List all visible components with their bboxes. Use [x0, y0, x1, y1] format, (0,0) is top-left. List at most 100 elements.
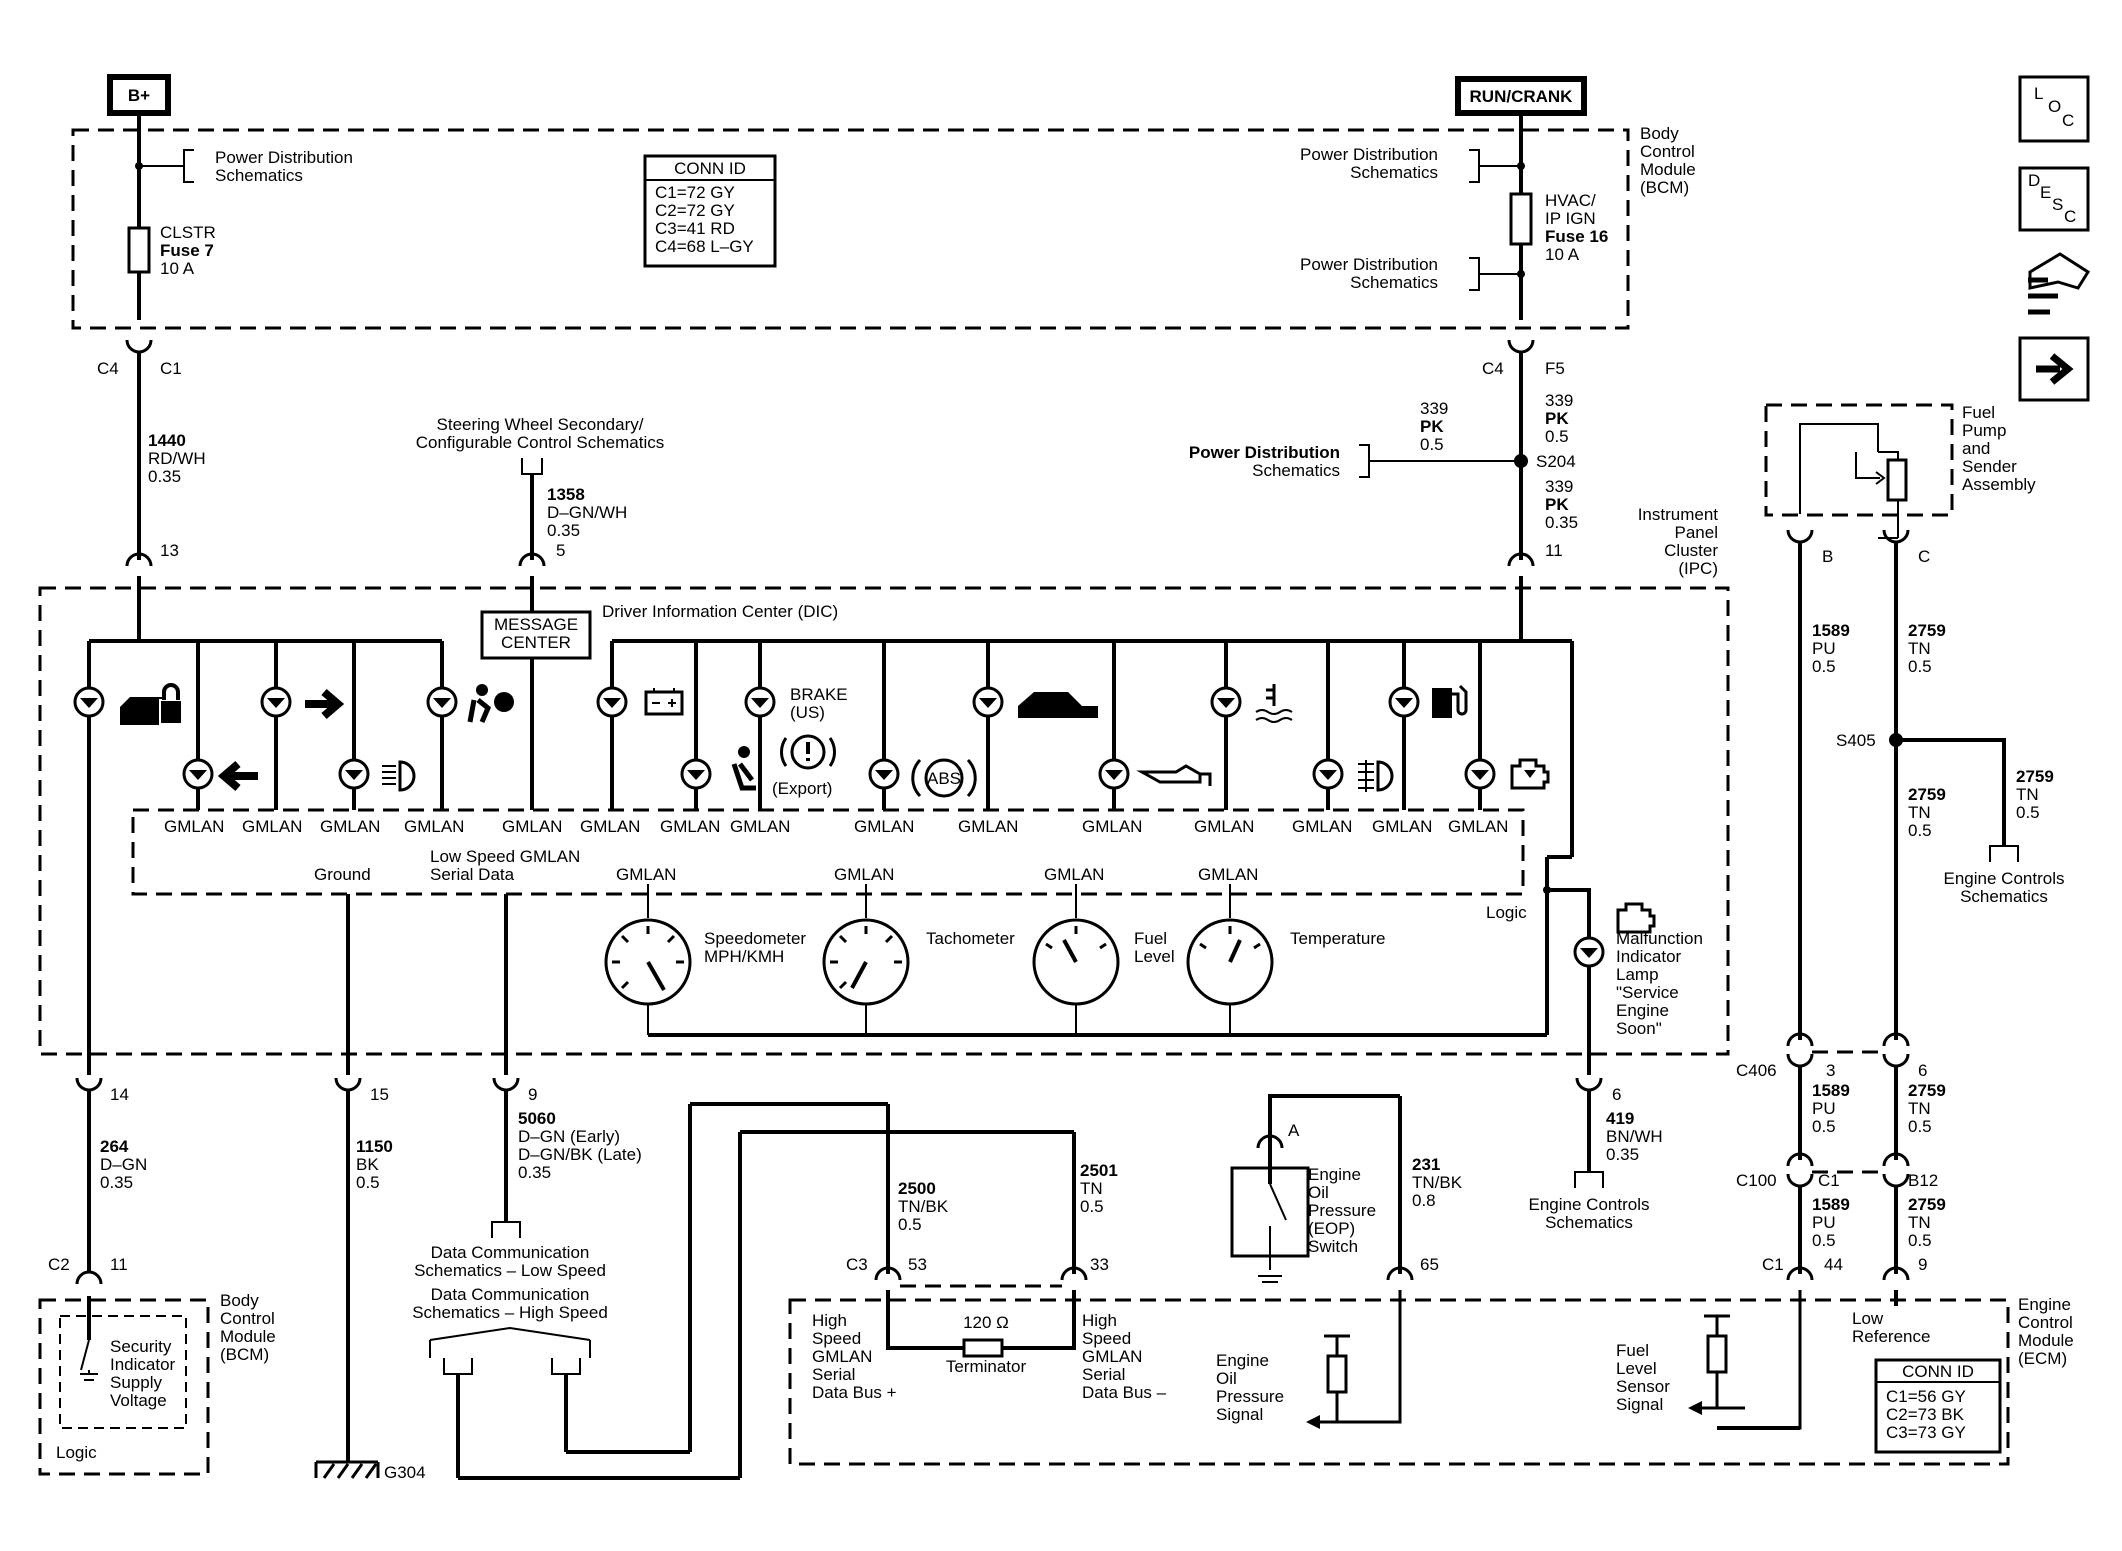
- svg-text:D–GN/BK (Late): D–GN/BK (Late): [518, 1145, 642, 1164]
- ipc-module-box: [38, 586, 1730, 1056]
- svg-text:TN/BK: TN/BK: [898, 1197, 949, 1216]
- b-plus-label: B+: [128, 86, 150, 105]
- svg-text:0.5: 0.5: [1080, 1197, 1104, 1216]
- svg-text:C4: C4: [1482, 359, 1504, 378]
- temperature-gauge: GMLAN Temperature: [1186, 865, 1385, 1035]
- svg-text:Fuel: Fuel: [1134, 929, 1167, 948]
- svg-text:Data Bus +: Data Bus +: [812, 1383, 897, 1402]
- svg-text:33: 33: [1090, 1255, 1109, 1274]
- svg-text:Power Distribution: Power Distribution: [1189, 443, 1340, 462]
- svg-text:Power Distribution: Power Distribution: [215, 148, 353, 167]
- fog-lamp-icon: [1358, 760, 1394, 792]
- coolant-temp-icon: [1255, 684, 1293, 723]
- svg-text:(US): (US): [790, 703, 825, 722]
- svg-text:High: High: [1082, 1311, 1117, 1330]
- svg-text:D–GN/WH: D–GN/WH: [547, 503, 627, 522]
- svg-text:1440: 1440: [148, 431, 186, 450]
- svg-text:GMLAN: GMLAN: [1194, 817, 1254, 836]
- svg-text:Serial: Serial: [1082, 1365, 1125, 1384]
- svg-text:Tachometer: Tachometer: [926, 929, 1015, 948]
- gmlan-logic-box: [131, 808, 1525, 896]
- car-icon: [1018, 692, 1098, 718]
- svg-text:Soon": Soon": [1616, 1019, 1662, 1038]
- svg-text:GMLAN: GMLAN: [616, 865, 676, 884]
- svg-text:Low Speed GMLAN: Low Speed GMLAN: [430, 847, 580, 866]
- svg-text:GMLAN: GMLAN: [404, 817, 464, 836]
- svg-text:0.35: 0.35: [518, 1163, 551, 1182]
- svg-text:L: L: [2034, 84, 2043, 103]
- svg-text:Engine Controls: Engine Controls: [1529, 1195, 1650, 1214]
- loc-nav-button[interactable]: LOC: [2018, 75, 2090, 143]
- conn-id-ecm-table: CONN ID C1=56 GY C2=73 BK C3=73 GY: [1874, 1358, 2002, 1454]
- svg-text:Schematics: Schematics: [1350, 273, 1438, 292]
- svg-text:Terminator: Terminator: [946, 1357, 1027, 1376]
- battery-icon: [644, 688, 684, 716]
- svg-text:D–GN: D–GN: [100, 1155, 147, 1174]
- svg-text:264: 264: [100, 1137, 129, 1156]
- ground-g304: G304: [314, 1460, 426, 1482]
- svg-text:Engine: Engine: [1616, 1001, 1669, 1020]
- svg-text:"Service: "Service: [1616, 983, 1679, 1002]
- svg-text:Serial Data: Serial Data: [430, 865, 515, 884]
- svg-text:Engine: Engine: [2018, 1295, 2071, 1314]
- svg-text:TN: TN: [1908, 1099, 1931, 1118]
- svg-text:and: and: [1962, 439, 1990, 458]
- svg-text:C3=41 RD: C3=41 RD: [655, 219, 735, 238]
- svg-text:9: 9: [528, 1085, 537, 1104]
- svg-text:5060: 5060: [518, 1109, 556, 1128]
- indicator-column-15: [1464, 641, 1550, 810]
- svg-text:High: High: [812, 1311, 847, 1330]
- oil-can-icon: [1136, 764, 1212, 786]
- svg-text:Fuse 16: Fuse 16: [1545, 227, 1608, 246]
- svg-text:2500: 2500: [898, 1179, 936, 1198]
- svg-text:C1: C1: [1762, 1255, 1784, 1274]
- indicator-column-3: [260, 641, 345, 810]
- svg-text:RD/WH: RD/WH: [148, 449, 206, 468]
- indicator-column-4: [338, 641, 416, 810]
- engine-check-icon: [1510, 758, 1550, 790]
- svg-text:Fuse 7: Fuse 7: [160, 241, 214, 260]
- svg-text:Speed: Speed: [1082, 1329, 1131, 1348]
- svg-text:5: 5: [556, 541, 565, 560]
- svg-text:65: 65: [1420, 1255, 1439, 1274]
- svg-text:Low: Low: [1852, 1309, 1884, 1328]
- fuel-level-gauge: GMLAN Fuel Level: [1032, 865, 1175, 1035]
- svg-text:TN: TN: [1908, 1213, 1931, 1232]
- indicator-column-8: BRAKE (US) (Export): [744, 641, 848, 810]
- left-turn-arrow-icon: [217, 760, 258, 792]
- svg-text:13: 13: [160, 541, 179, 560]
- svg-text:0.8: 0.8: [1412, 1191, 1436, 1210]
- svg-text:Voltage: Voltage: [110, 1391, 167, 1410]
- svg-text:GMLAN: GMLAN: [958, 817, 1018, 836]
- svg-text:CONN ID: CONN ID: [1902, 1362, 1974, 1381]
- svg-text:Control: Control: [220, 1309, 275, 1328]
- indicator-column-9: ABS: [868, 641, 977, 810]
- svg-text:GMLAN: GMLAN: [1292, 817, 1352, 836]
- svg-text:GMLAN: GMLAN: [660, 817, 720, 836]
- svg-text:6: 6: [1612, 1085, 1621, 1104]
- svg-text:14: 14: [110, 1085, 129, 1104]
- next-page-arrow-icon[interactable]: [2018, 336, 2090, 402]
- svg-text:44: 44: [1824, 1255, 1843, 1274]
- svg-text:2501: 2501: [1080, 1161, 1118, 1180]
- connector-tools-icon[interactable]: [2028, 252, 2091, 315]
- svg-text:Steering Wheel Secondary/: Steering Wheel Secondary/: [437, 415, 644, 434]
- svg-text:Indicator: Indicator: [1616, 947, 1682, 966]
- svg-text:Panel: Panel: [1675, 523, 1718, 542]
- tachometer-gauge: GMLAN Tachometer: [822, 865, 1015, 1035]
- svg-text:Serial: Serial: [812, 1365, 855, 1384]
- svg-text:Module: Module: [2018, 1331, 2074, 1350]
- svg-text:GMLAN: GMLAN: [854, 817, 914, 836]
- svg-text:C1: C1: [1818, 1171, 1840, 1190]
- svg-text:Signal: Signal: [1216, 1405, 1263, 1424]
- fuel-pump-low-icon: [1432, 684, 1468, 718]
- gmlan-labels: GMLAN GMLAN GMLAN GMLAN GMLAN GMLAN GMLA…: [164, 817, 1508, 836]
- svg-text:2759: 2759: [1908, 1195, 1946, 1214]
- svg-text:0.35: 0.35: [547, 521, 580, 540]
- terminator-resistor: [962, 1338, 1004, 1358]
- svg-text:GMLAN: GMLAN: [1082, 1347, 1142, 1366]
- svg-text:GMLAN: GMLAN: [1082, 817, 1142, 836]
- svg-text:BN/WH: BN/WH: [1606, 1127, 1663, 1146]
- svg-text:Ground: Ground: [314, 865, 371, 884]
